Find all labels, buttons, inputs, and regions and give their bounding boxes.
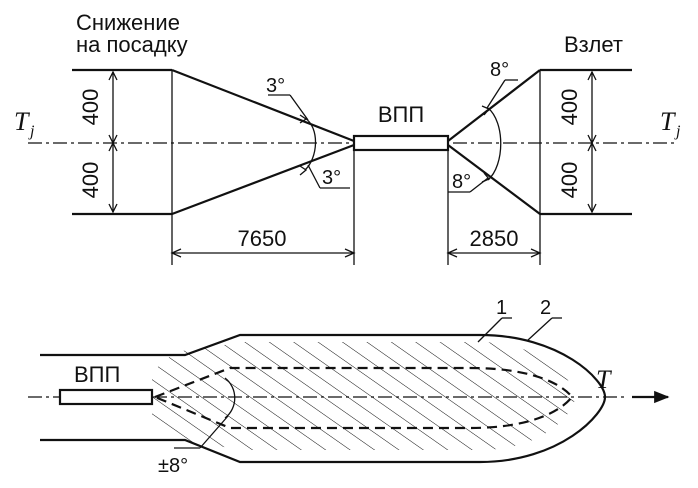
angle-takeoff-lower: 8° (452, 171, 471, 193)
leader-line (486, 79, 506, 109)
arrow-tip (530, 248, 542, 258)
dim-right-upper: 400 (557, 89, 582, 126)
arrow-tip (481, 105, 491, 116)
arrow-tip (299, 165, 308, 176)
takeoff-funnel-upper (447, 69, 541, 142)
angle-landing-lower: 3° (322, 167, 341, 189)
runway-rect-bottom (58, 388, 154, 406)
hatched-zone (152, 342, 575, 450)
takeoff-angle-arc (487, 107, 502, 181)
leader-line (307, 164, 321, 189)
runway-rect-top (352, 134, 450, 152)
arrow-tip (587, 203, 597, 214)
arrow-tip (108, 203, 118, 214)
axis-label-right-sub: j (674, 123, 681, 140)
callout-2-leader (527, 317, 553, 341)
callout-2: 2 (540, 297, 551, 319)
dim-right-lower: 400 (557, 162, 582, 199)
runway-label-top: ВПП (378, 102, 424, 127)
arrow-tip (108, 141, 118, 152)
arrow-tip (587, 141, 597, 152)
arrow-tip (344, 248, 356, 258)
axis-label-left-sub: j (28, 123, 35, 140)
callout-1: 1 (496, 297, 507, 319)
dim-left-upper: 400 (78, 89, 103, 126)
arrow-tip (299, 114, 308, 124)
callout-1-leader (477, 317, 503, 343)
top-diagram: 400 400 ВПП 400 400 7650 2850 (14, 10, 681, 265)
dashed-contour (152, 366, 574, 430)
axis-label-left: T (14, 107, 30, 136)
leader-line (289, 94, 309, 121)
arrow-tip (108, 70, 118, 81)
arrow-tip (446, 248, 458, 258)
label-landing-line2: на посадку (76, 32, 188, 57)
landing-funnel-lower (171, 143, 355, 216)
label-landing-line1: Снижение (76, 10, 180, 35)
angle-takeoff-upper: 8° (490, 59, 509, 81)
bottom-angle-arc (224, 377, 236, 419)
landing-funnel-upper (171, 68, 355, 143)
label-takeoff: Взлет (564, 32, 623, 57)
takeoff-funnel-lower (447, 144, 541, 215)
dim-left-lower: 400 (78, 162, 103, 199)
arrow-tip (170, 248, 182, 258)
angle-label-bottom: ±8° (158, 455, 188, 477)
axis-label-right: T (660, 107, 676, 136)
runway-label-bottom: ВПП (74, 362, 120, 387)
angle-landing-upper: 3° (266, 75, 285, 97)
dim-landing-length: 7650 (238, 226, 287, 251)
arrow-tip (587, 70, 597, 81)
bottom-diagram: ВПП ±8° 1 2 T (28, 297, 670, 477)
leader-line (469, 177, 489, 193)
axis-label-bottom: T (596, 365, 612, 394)
dim-takeoff-length: 2850 (470, 226, 519, 251)
leader-line (199, 415, 229, 449)
